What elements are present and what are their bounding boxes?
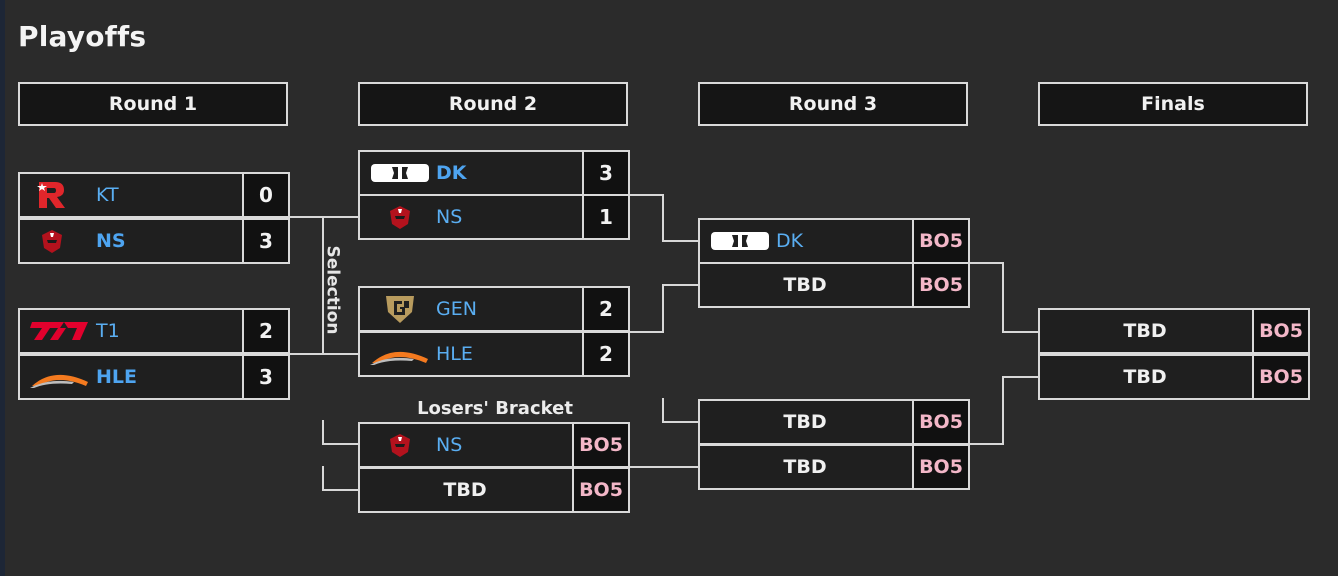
connector-line [290, 353, 324, 355]
connector-line [322, 353, 358, 355]
selection-label: Selection [322, 245, 343, 335]
match-row[interactable]: DK 3 [358, 150, 630, 196]
connector-line [662, 284, 698, 286]
score: 1 [582, 196, 628, 238]
best-of-badge: BO5 [572, 469, 628, 511]
match-row[interactable]: TBD BO5 [358, 467, 630, 513]
connector-line [662, 284, 664, 333]
connector-line [662, 398, 664, 422]
score: 0 [242, 174, 288, 216]
score: 2 [582, 333, 628, 375]
match-row[interactable]: TBD BO5 [698, 399, 970, 445]
hle-logo-icon [20, 356, 100, 398]
connector-line [322, 443, 358, 445]
connector-line [630, 466, 698, 468]
losers-bracket-label: Losers' Bracket [417, 398, 573, 419]
best-of-badge: BO5 [1252, 310, 1308, 352]
team-name: NS [436, 434, 463, 456]
connector-line [1002, 376, 1004, 445]
best-of-badge: BO5 [912, 446, 968, 488]
connector-line [290, 216, 324, 218]
team-name: TBD [783, 456, 827, 478]
connector-line [322, 216, 324, 354]
connector-line [970, 262, 1004, 264]
team-name: HLE [436, 343, 473, 365]
connector-line [662, 421, 698, 423]
match-row[interactable]: T1 2 [18, 308, 290, 354]
connector-line [662, 194, 664, 241]
team-name: TBD [443, 479, 487, 501]
match-row[interactable]: GEN 2 [358, 286, 630, 332]
team-name: TBD [1123, 366, 1167, 388]
gen-logo-icon [360, 288, 440, 330]
match-row[interactable]: TBD BO5 [1038, 354, 1310, 400]
connector-line [322, 420, 324, 444]
best-of-badge: BO5 [912, 264, 968, 306]
page-title: Playoffs [18, 20, 147, 53]
round-2-header: Round 2 [358, 82, 628, 126]
match-row[interactable]: NS BO5 [358, 422, 630, 468]
team-name: DK [436, 162, 467, 184]
match-row[interactable]: TBD BO5 [1038, 308, 1310, 354]
score: 3 [242, 220, 288, 262]
connector-line [1002, 376, 1038, 378]
best-of-badge: BO5 [912, 220, 968, 262]
score: 2 [582, 288, 628, 330]
ns-logo-icon [360, 196, 440, 238]
round-3-header: Round 3 [698, 82, 968, 126]
team-name: NS [96, 230, 126, 252]
team-name: TBD [783, 411, 827, 433]
match-row[interactable]: DK BO5 [698, 218, 970, 264]
score: 2 [242, 310, 288, 352]
best-of-badge: BO5 [572, 424, 628, 466]
match-row[interactable]: KT 0 [18, 172, 290, 218]
team-name: T1 [96, 320, 120, 342]
connector-line [662, 240, 698, 242]
match-row[interactable]: TBD BO5 [698, 444, 970, 490]
kt-logo-icon [20, 174, 84, 216]
team-name: DK [776, 230, 804, 252]
best-of-badge: BO5 [912, 401, 968, 443]
team-name: TBD [1123, 320, 1167, 342]
team-name: KT [96, 184, 119, 206]
left-edge-strip [0, 0, 5, 576]
match-row[interactable]: TBD BO5 [698, 262, 970, 308]
t1-logo-icon [20, 310, 100, 352]
match-row[interactable]: NS 1 [358, 194, 630, 240]
finals-header: Finals [1038, 82, 1308, 126]
team-name: GEN [436, 298, 477, 320]
connector-line [970, 443, 1004, 445]
dk-logo-icon [700, 220, 780, 262]
team-name: TBD [783, 274, 827, 296]
score: 3 [582, 152, 628, 194]
connector-line [1002, 262, 1004, 332]
hle-logo-icon [360, 333, 440, 375]
ns-logo-icon [360, 424, 440, 466]
match-row[interactable]: NS 3 [18, 218, 290, 264]
team-name: HLE [96, 366, 137, 388]
match-row[interactable]: HLE 2 [358, 331, 630, 377]
connector-line [630, 194, 664, 196]
connector-line [322, 489, 358, 491]
dk-logo-icon [360, 152, 440, 194]
best-of-badge: BO5 [1252, 356, 1308, 398]
connector-line [322, 216, 358, 218]
round-1-header: Round 1 [18, 82, 288, 126]
ns-logo-icon [20, 220, 84, 262]
score: 3 [242, 356, 288, 398]
team-name: NS [436, 206, 463, 228]
connector-line [630, 331, 664, 333]
connector-line [322, 466, 324, 490]
match-row[interactable]: HLE 3 [18, 354, 290, 400]
connector-line [1002, 331, 1038, 333]
